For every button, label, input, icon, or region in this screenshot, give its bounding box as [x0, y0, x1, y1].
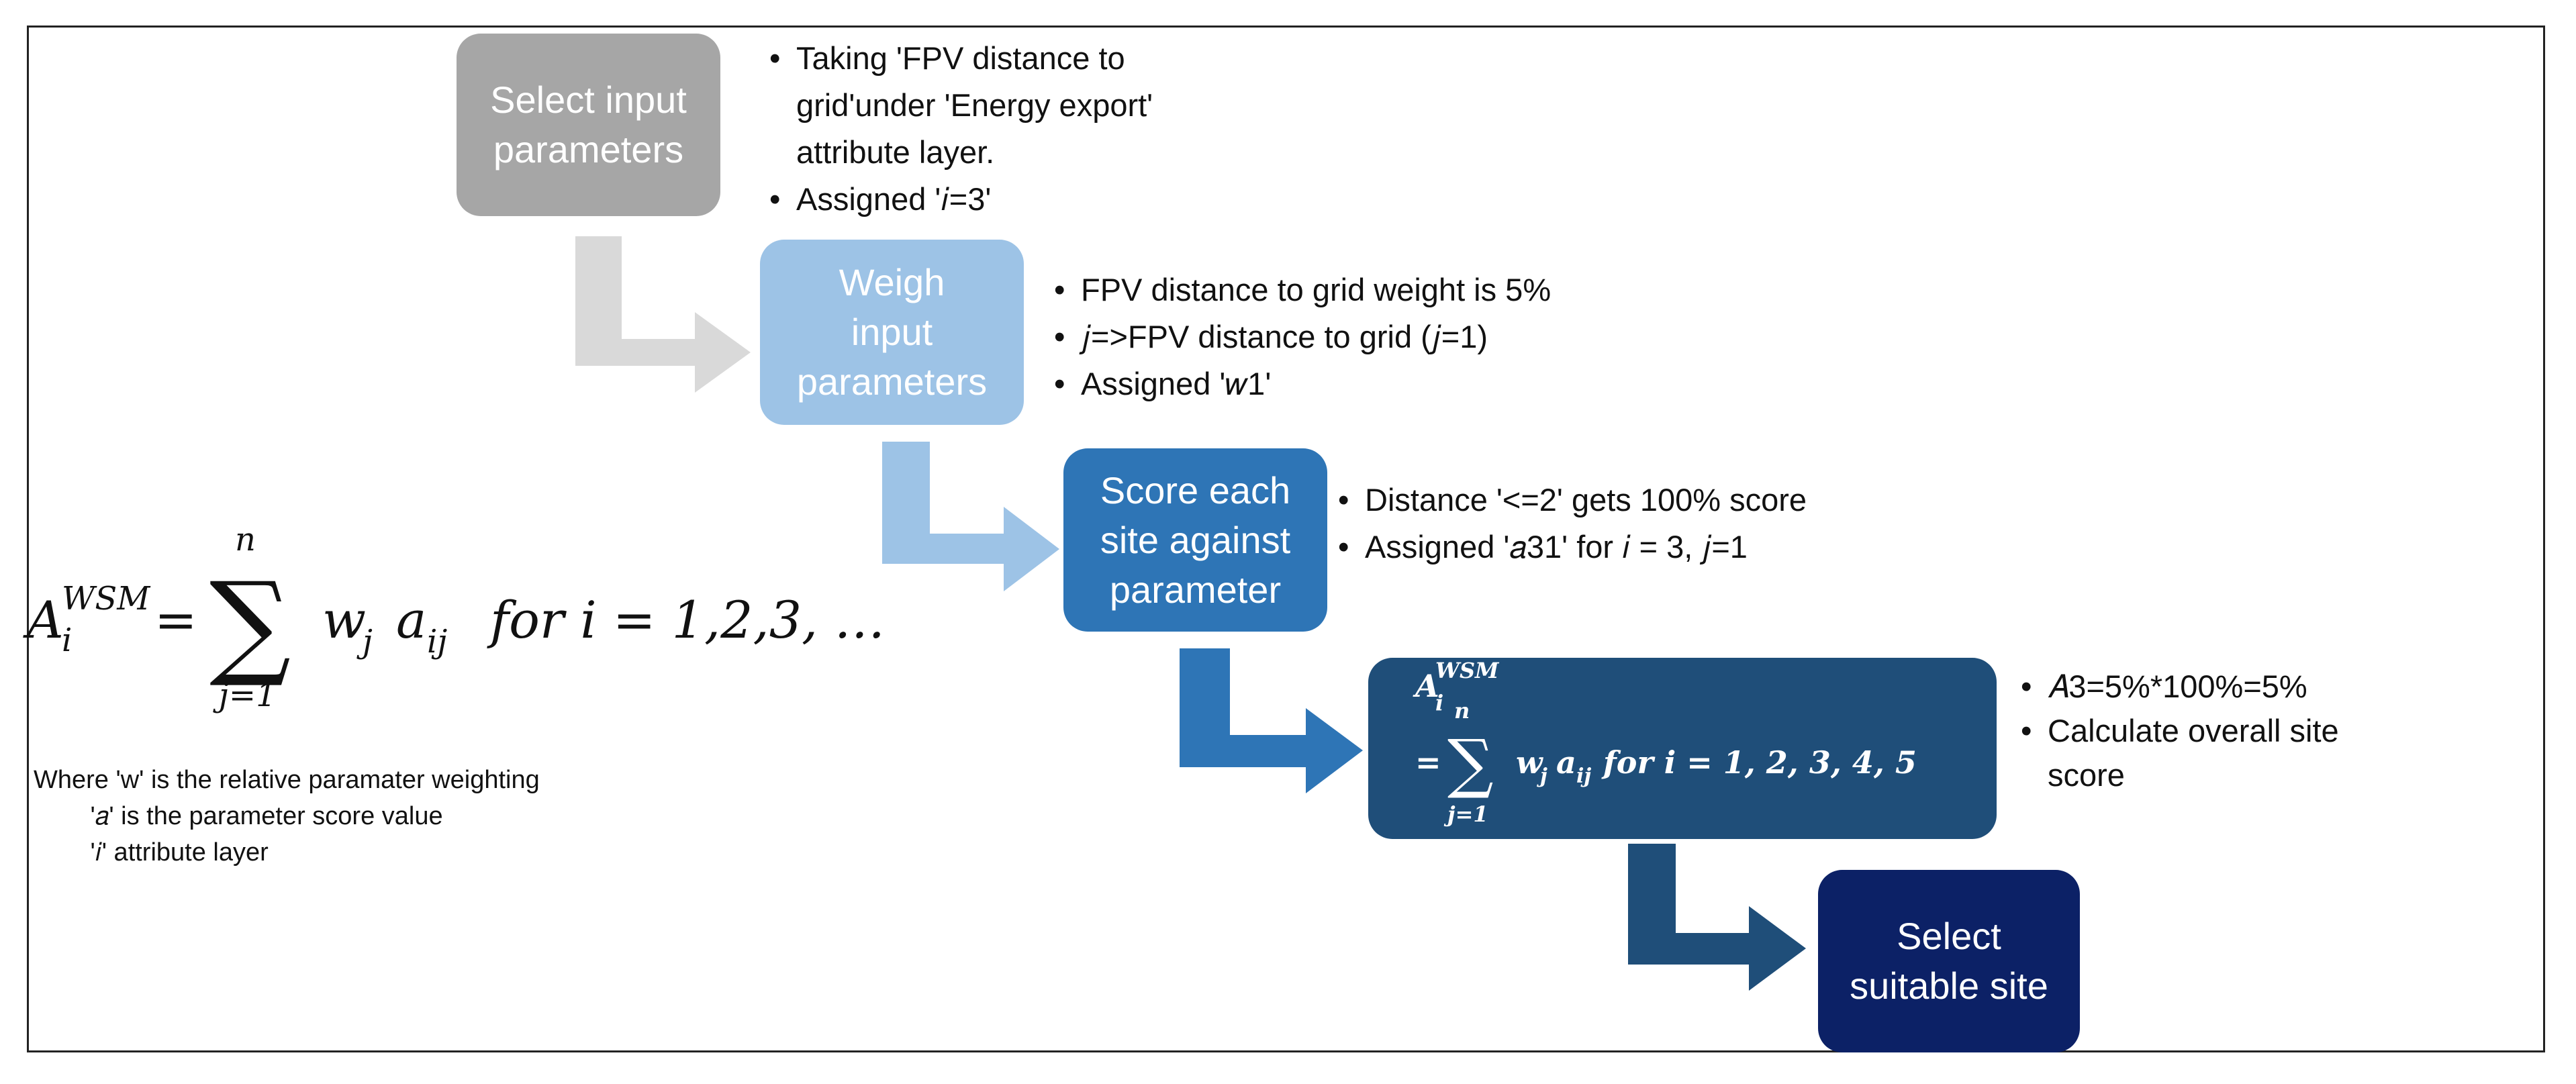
step4-note: Calculate overall site score: [2021, 709, 2410, 797]
formula-sum-top: n: [235, 530, 256, 558]
step4-notes: 𝐴3=5%*100%=5% Calculate overall site sco…: [2021, 664, 2410, 797]
step4-formula-equals: =: [1415, 744, 1441, 781]
step3-notes: Distance '<=2' gets 100% score Assigned …: [1338, 477, 2009, 571]
arrow-step1-to-step2: [575, 236, 751, 393]
step-weigh-input-parameters: Weigh input parameters: [760, 240, 1024, 425]
arrow-step2-to-step3: [882, 442, 1059, 591]
formula-note-line: '𝑎' is the parameter score value: [34, 802, 443, 830]
formula-term-w: w: [322, 590, 366, 650]
step1-notes: Taking 'FPV distance to grid'under 'Ener…: [769, 35, 1253, 223]
step-calculate-score-formula: A WSM i n = ∑ j=1 w j a ij for i = 1, 2,…: [1368, 658, 1997, 839]
formula-equals: =: [154, 590, 197, 650]
formula-note-line: '𝑖' attribute layer: [34, 838, 269, 867]
step2-note: FPV distance to grid weight is 5%: [1054, 266, 1658, 313]
formula-notes: Where 'w' is the relative paramater weig…: [34, 762, 705, 871]
formula-term-a: a: [396, 590, 426, 650]
formula-term-a-sub: ij: [427, 623, 447, 660]
step-score-each-site: Score each site against parameter: [1063, 448, 1327, 632]
formula-sum-symbol: ∑: [209, 558, 291, 691]
wsm-formula: A WSM i = n ∑ j=1 w j a ij for i = 1,2,3…: [23, 530, 893, 714]
step4-formula-sum-top: n: [1454, 698, 1470, 724]
formula-note-line: Where 'w' is the relative paramater weig…: [34, 766, 540, 794]
formula-rest: for i = 1,2,3, … N: [487, 590, 893, 650]
step2-note: Assigned '𝑤1': [1054, 360, 1658, 407]
step2-note: 𝑗=>FPV distance to grid (𝑗=1): [1054, 313, 1658, 360]
step3-note: Distance '<=2' gets 100% score: [1338, 477, 2009, 524]
formula-sub: i: [62, 622, 72, 659]
step4-formula-a: a: [1556, 744, 1576, 781]
step4-formula-sup: WSM: [1435, 658, 1500, 683]
step-select-suitable-site: Select suitable site: [1818, 870, 2080, 1052]
formula-lhs: A: [23, 590, 64, 650]
step-select-input-parameters: Select input parameters: [457, 34, 720, 216]
step1-note: Taking 'FPV distance to grid'under 'Ener…: [769, 35, 1253, 176]
step4-formula-sub: i: [1435, 690, 1443, 716]
step3-note: Assigned '𝑎31' for 𝑖 = 3, 𝑗=1: [1338, 524, 2009, 571]
step4-note: 𝐴3=5%*100%=5%: [2021, 664, 2410, 709]
step4-formula: A WSM i n = ∑ j=1 w j a ij for i = 1, 2,…: [1413, 658, 1917, 827]
step4-formula-lhs: A: [1413, 668, 1439, 704]
step4-formula-rest: for i = 1, 2, 3, 4, 5: [1601, 744, 1917, 781]
step1-note: Assigned '𝑖=3': [769, 176, 1253, 223]
step4-formula-w: w: [1516, 744, 1543, 781]
step4-formula-sum-bottom: j=1: [1443, 801, 1488, 827]
formula-sum-bottom: j=1: [213, 677, 277, 714]
step4-formula-a-sub: ij: [1576, 765, 1591, 788]
step2-notes: FPV distance to grid weight is 5% 𝑗=>FPV…: [1054, 266, 1658, 407]
step4-formula-sum-symbol: ∑: [1447, 726, 1494, 801]
arrow-step4-to-step5: [1628, 844, 1806, 991]
arrow-step3-to-step4: [1180, 648, 1363, 793]
diagram-frame: [27, 26, 2545, 1052]
formula-sup: WSM: [62, 580, 151, 618]
